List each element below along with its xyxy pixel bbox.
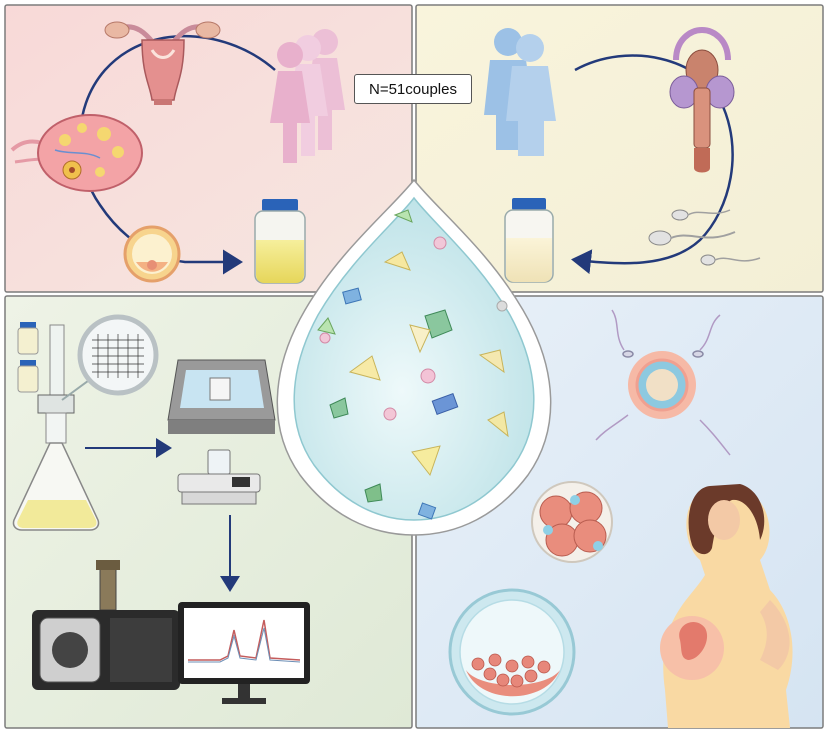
male-reproductive-system-icon — [669, 26, 735, 173]
filtration-apparatus-icon — [12, 324, 100, 531]
hot-plate-stirrer-icon — [177, 449, 261, 505]
microplastic-droplet-icon — [276, 178, 552, 536]
fertilization-oocyte-icon — [595, 309, 731, 456]
male-cycle-arc — [571, 54, 734, 275]
pregnant-woman-icon — [660, 484, 793, 728]
men-silhouette-icon — [484, 28, 556, 156]
sample-vial-icon — [17, 322, 39, 393]
oocyte-icon — [123, 225, 181, 283]
follicular-fluid-vial-icon — [254, 199, 306, 284]
seminal-plasma-vial-icon — [504, 198, 554, 283]
ultrasonic-bath-icon — [167, 359, 276, 434]
uterus-icon — [104, 21, 221, 105]
microplastic-particles — [317, 209, 509, 520]
chromatogram-monitor-icon — [178, 602, 310, 704]
embryo-icon — [531, 481, 613, 563]
women-silhouette-icon — [270, 29, 345, 163]
blastocyst-icon — [448, 588, 576, 716]
sample-size-badge: N=51couples — [354, 74, 472, 104]
mass-spectrometer-icon — [32, 560, 180, 690]
magnifier-mesh-icon — [61, 314, 159, 401]
ovary-icon — [10, 114, 143, 192]
sperm-icon — [648, 209, 761, 266]
